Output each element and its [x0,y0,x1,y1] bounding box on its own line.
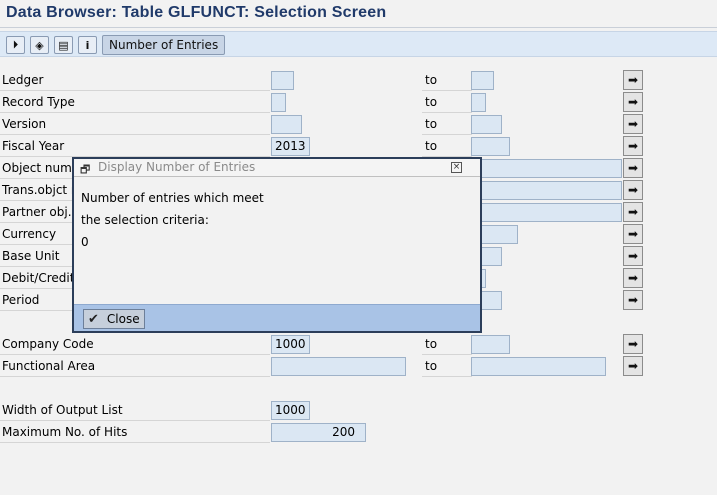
base-unit-multiple-selection-button[interactable]: ➡ [623,246,643,266]
dialog-title-bar[interactable]: 🗗 Display Number of Entries × [74,159,480,177]
functional-area-label: Functional Area [0,355,270,377]
max-hits-label: Maximum No. of Hits [0,421,270,443]
dialog-message-line2: the selection criteria: [81,213,209,227]
row-ledger: Ledger to ➡ [0,69,717,91]
ledger-high-input[interactable] [471,71,494,90]
company-code-multiple-selection-button[interactable]: ➡ [623,334,643,354]
row-max-hits: Maximum No. of Hits 200 [0,421,717,443]
partner-object-multiple-selection-button[interactable]: ➡ [623,202,643,222]
arrow-right-icon: ➡ [627,117,639,131]
close-button[interactable]: ✔ Close [83,309,145,329]
arrow-right-icon: ➡ [627,95,639,109]
arrow-right-icon: ➡ [627,293,639,307]
info-icon[interactable]: i [78,36,97,54]
row-functional-area: Functional Area to ➡ [0,355,717,377]
fiscal-year-multiple-selection-button[interactable]: ➡ [623,136,643,156]
arrow-right-icon: ➡ [627,205,639,219]
max-hits-input[interactable]: 200 [271,423,366,442]
row-version: Version to ➡ [0,113,717,135]
version-label: Version [0,113,270,135]
record-type-low-input[interactable] [271,93,286,112]
period-multiple-selection-button[interactable]: ➡ [623,290,643,310]
dialog-footer: ✔ Close [74,304,480,331]
company-code-to-label: to [422,333,472,355]
ledger-multiple-selection-button[interactable]: ➡ [623,70,643,90]
dialog-entry-count: 0 [81,235,89,249]
arrow-right-icon: ➡ [627,227,639,241]
execute-icon[interactable]: ⏵ [6,36,25,54]
ledger-low-input[interactable] [271,71,294,90]
fiscal-year-to-label: to [422,135,472,157]
partner-object-high-input[interactable] [471,203,622,222]
version-multiple-selection-button[interactable]: ➡ [623,114,643,134]
object-number-multiple-selection-button[interactable]: ➡ [623,158,643,178]
dialog-message-line1: Number of entries which meet [81,191,264,205]
row-fiscal-year: Fiscal Year 2013 to ➡ [0,135,717,157]
version-low-input[interactable] [271,115,302,134]
arrow-right-icon: ➡ [627,161,639,175]
company-code-low-input[interactable]: 1000 [271,335,310,354]
number-of-entries-button[interactable]: Number of Entries [102,35,226,55]
row-object-number: Object number ➡ [0,157,717,179]
arrow-right-icon: ➡ [627,73,639,87]
arrow-right-icon: ➡ [627,249,639,263]
arrow-right-icon: ➡ [627,139,639,153]
functional-area-high-input[interactable] [471,357,606,376]
fiscal-year-low-input[interactable]: 2013 [271,137,310,156]
object-number-high-input[interactable] [471,159,622,178]
record-type-high-input[interactable] [471,93,486,112]
trans-object-high-input[interactable] [471,181,622,200]
number-of-entries-dialog: 🗗 Display Number of Entries × Number of … [72,157,482,333]
application-toolbar: ⏵ ◈ ▤ i Number of Entries [0,31,717,57]
dialog-window-icon: 🗗 [80,163,91,176]
company-code-label: Company Code [0,333,270,355]
company-code-high-input[interactable] [471,335,510,354]
row-record-type: Record Type to ➡ [0,91,717,113]
version-to-label: to [422,113,472,135]
functional-area-multiple-selection-button[interactable]: ➡ [623,356,643,376]
dialog-title: Display Number of Entries [98,160,256,174]
currency-multiple-selection-button[interactable]: ➡ [623,224,643,244]
functional-area-to-label: to [422,355,472,377]
debit-credit-multiple-selection-button[interactable]: ➡ [623,268,643,288]
arrow-right-icon: ➡ [627,359,639,373]
title-divider [0,27,717,28]
fiscal-year-label: Fiscal Year [0,135,270,157]
arrow-right-icon: ➡ [627,183,639,197]
ledger-to-label: to [422,69,472,91]
row-partner-object: Partner obj.no. ➡ [0,201,717,223]
page-title: Data Browser: Table GLFUNCT: Selection S… [6,4,387,21]
trans-object-multiple-selection-button[interactable]: ➡ [623,180,643,200]
functional-area-low-input[interactable] [271,357,406,376]
save-variant-icon[interactable]: ▤ [54,36,73,54]
row-company-code: Company Code 1000 to ➡ [0,333,717,355]
close-icon[interactable]: × [451,162,462,173]
width-output-label: Width of Output List [0,399,270,421]
version-high-input[interactable] [471,115,502,134]
checkmark-icon: ✔ [88,311,99,327]
close-button-label: Close [106,312,140,326]
record-type-multiple-selection-button[interactable]: ➡ [623,92,643,112]
width-output-input[interactable]: 1000 [271,401,310,420]
multiple-selection-icon[interactable]: ◈ [30,36,49,54]
row-width-output-list: Width of Output List 1000 [0,399,717,421]
record-type-to-label: to [422,91,472,113]
ledger-label: Ledger [0,69,270,91]
arrow-right-icon: ➡ [627,271,639,285]
record-type-label: Record Type [0,91,270,113]
arrow-right-icon: ➡ [627,337,639,351]
row-trans-object: Trans.objct no. ➡ [0,179,717,201]
fiscal-year-high-input[interactable] [471,137,510,156]
